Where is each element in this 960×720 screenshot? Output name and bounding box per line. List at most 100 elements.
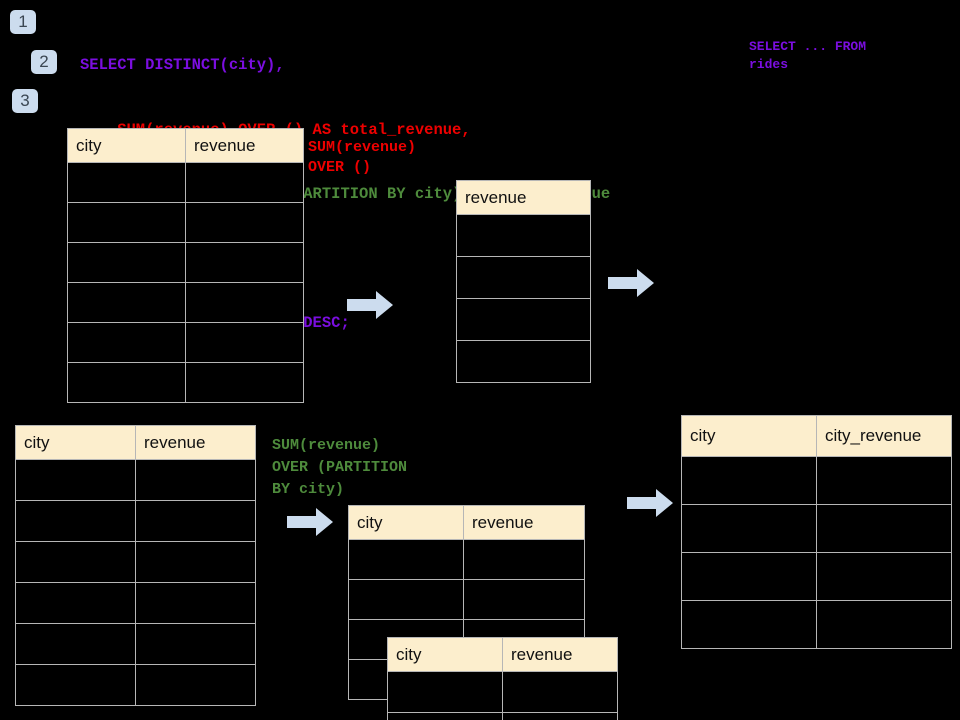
total-revenue-table: revenue	[456, 180, 591, 383]
table-row	[67, 322, 304, 363]
table-row	[681, 456, 952, 505]
cell-city	[15, 582, 136, 624]
cell-revenue	[135, 582, 256, 624]
table-row	[67, 162, 304, 203]
cell-revenue	[185, 322, 304, 363]
table-row	[456, 340, 591, 383]
cell-city	[681, 504, 817, 553]
cell-city	[681, 456, 817, 505]
column-header-city: city	[681, 415, 817, 457]
cell-revenue	[185, 162, 304, 203]
column-header-revenue: revenue	[135, 425, 256, 460]
column-header-revenue: revenue	[185, 128, 304, 163]
table-row	[681, 600, 952, 649]
column-header-city: city	[387, 637, 503, 672]
cell-city	[681, 552, 817, 601]
select-from-rides-note: SELECT ... FROM rides	[749, 39, 867, 72]
cell-city	[67, 242, 186, 283]
column-header-revenue: revenue	[502, 637, 618, 672]
column-header-revenue: revenue	[463, 505, 585, 540]
table-row	[348, 539, 585, 580]
cell-city	[348, 539, 464, 580]
cell-city	[681, 600, 817, 649]
cell-revenue	[456, 298, 591, 341]
step-badge-1: 1	[10, 10, 36, 34]
cell-revenue	[185, 362, 304, 403]
table-row	[456, 298, 591, 341]
cell-city	[348, 579, 464, 620]
column-header-city: city	[15, 425, 136, 460]
cell-city-revenue	[816, 600, 952, 649]
result-table: city city_revenue	[681, 415, 952, 649]
cell-city	[387, 671, 503, 713]
cell-city	[15, 459, 136, 501]
sum-over-partition-note: SUM(revenue) OVER (PARTITION BY city)	[272, 437, 408, 498]
column-header-city: city	[67, 128, 186, 163]
cell-city-revenue	[816, 504, 952, 553]
arrow-total-to-result	[608, 269, 654, 297]
cell-revenue	[502, 712, 618, 720]
cell-city	[67, 282, 186, 323]
table-row	[67, 362, 304, 403]
partition-table-back: city revenue	[348, 505, 585, 700]
cell-city	[67, 202, 186, 243]
table-row	[387, 671, 618, 713]
table-row	[67, 282, 304, 323]
table-row	[456, 214, 591, 257]
column-header-city-revenue: city_revenue	[816, 415, 952, 457]
table-row	[387, 712, 618, 720]
cell-city	[15, 541, 136, 583]
cell-revenue	[463, 539, 585, 580]
table-header-row: city city_revenue	[681, 415, 952, 457]
cell-revenue	[185, 242, 304, 283]
table-header-row: revenue	[456, 180, 591, 215]
cell-city-revenue	[816, 552, 952, 601]
cell-revenue	[463, 579, 585, 620]
cell-city	[387, 712, 503, 720]
partition-table-front: city revenue	[387, 637, 618, 720]
cell-city-revenue	[816, 456, 952, 505]
cell-revenue	[502, 671, 618, 713]
table-row	[456, 256, 591, 299]
cell-city	[15, 500, 136, 542]
source-table-bottom: city revenue	[15, 425, 256, 706]
cell-revenue	[456, 256, 591, 299]
step-badge-2: 2	[31, 50, 57, 74]
sql-line-select: SELECT DISTINCT(city),	[80, 56, 285, 74]
table-row	[15, 541, 256, 583]
cell-city	[67, 162, 186, 203]
cell-city	[15, 664, 136, 706]
cell-revenue	[135, 664, 256, 706]
cell-revenue	[456, 214, 591, 257]
table-row	[15, 582, 256, 624]
table-row	[15, 623, 256, 665]
step-badge-3: 3	[12, 89, 38, 113]
table-header-row: city revenue	[387, 637, 618, 672]
cell-revenue	[185, 202, 304, 243]
cell-revenue	[456, 340, 591, 383]
table-row	[15, 459, 256, 501]
table-row	[681, 552, 952, 601]
cell-revenue	[135, 459, 256, 501]
cell-revenue	[185, 282, 304, 323]
table-header-row: city revenue	[348, 505, 585, 540]
cell-revenue	[135, 623, 256, 665]
table-row	[681, 504, 952, 553]
table-row	[348, 579, 585, 620]
cell-city	[67, 322, 186, 363]
arrow-source-to-partition	[287, 508, 333, 536]
cell-revenue	[135, 541, 256, 583]
table-header-row: city revenue	[67, 128, 304, 163]
column-header-city: city	[348, 505, 464, 540]
column-header-revenue: revenue	[456, 180, 591, 215]
table-row	[15, 500, 256, 542]
sum-over-empty-note: SUM(revenue) OVER ()	[308, 139, 417, 176]
table-row	[67, 242, 304, 283]
table-row	[67, 202, 304, 243]
cell-revenue	[135, 500, 256, 542]
cell-city	[15, 623, 136, 665]
arrow-partition-to-result	[627, 489, 673, 517]
table-header-row: city revenue	[15, 425, 256, 460]
cell-city	[67, 362, 186, 403]
